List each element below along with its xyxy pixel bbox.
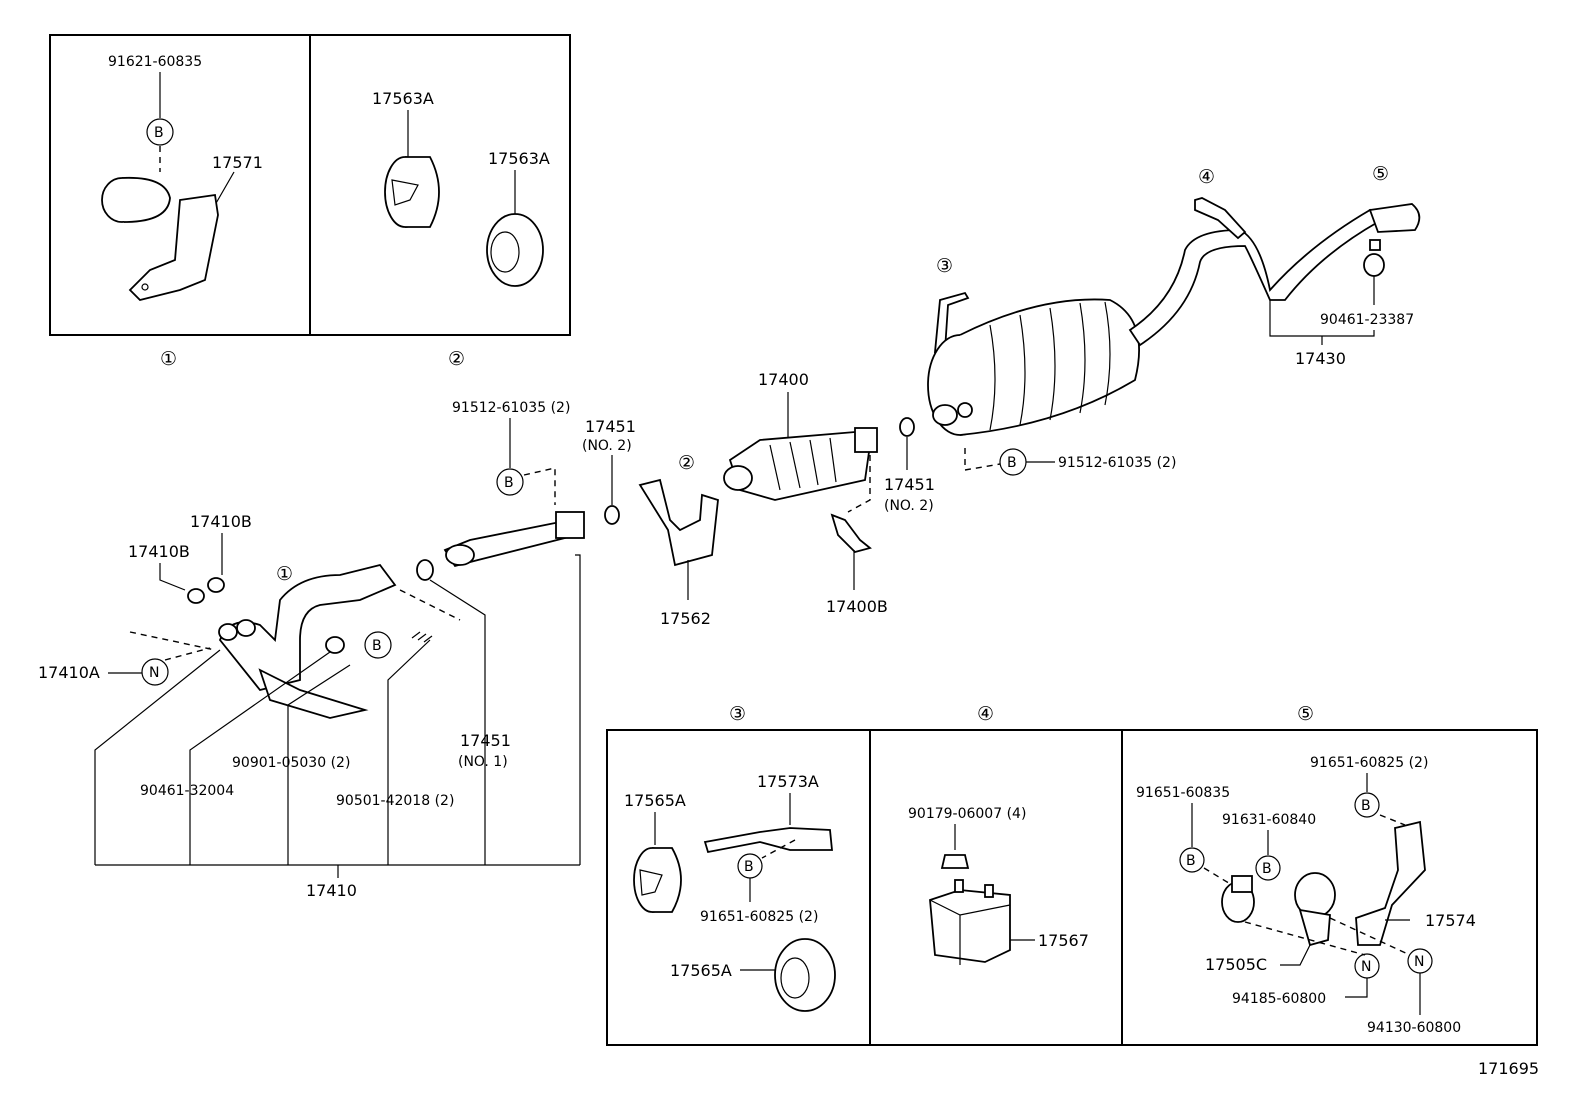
part-label-17571: 17571 xyxy=(212,153,263,172)
heat-insulator-17400B xyxy=(830,513,872,554)
center-marker-2: ② xyxy=(678,452,695,474)
marker-b-front-pipe xyxy=(364,631,392,659)
inset-4-marker: ④ xyxy=(977,703,994,725)
part-label-17400B: 17400B xyxy=(826,597,888,616)
part-label-17451-no2-a: 17451 xyxy=(585,417,636,436)
inset-5: 91651-60825 (2) B 91651-60835 B 91631-60… xyxy=(1136,755,1476,1036)
part-label-17573A: 17573A xyxy=(757,772,819,791)
part-label-91651-60825-b: 91651-60825 (2) xyxy=(1310,755,1428,771)
clamp-90461-23387 xyxy=(1363,253,1385,277)
part-label-17430: 17430 xyxy=(1295,349,1346,368)
front-pipe-group: 17410B 17410B ① 17410A N B xyxy=(38,512,581,900)
part-label-17451-no2-a-qualifier: (NO. 2) xyxy=(582,438,632,454)
part-label-90501-42018: 90501-42018 (2) xyxy=(336,793,454,809)
marker-b-inset-5-c xyxy=(1255,855,1281,881)
part-label-17567: 17567 xyxy=(1038,931,1089,950)
inset-2-marker: ② xyxy=(448,348,465,370)
spring-bolt-90501-42018 xyxy=(411,631,433,643)
part-label-91512-61035-b: 91512-61035 (2) xyxy=(1058,455,1176,471)
marker-b-inset-5-a xyxy=(1354,792,1380,818)
bracket-17573A xyxy=(703,827,833,854)
part-label-17410A: 17410A xyxy=(38,663,100,682)
part-label-91651-60835: 91651-60835 xyxy=(1136,785,1230,801)
gasket-17451-no2-b xyxy=(899,417,915,437)
part-label-91631-60840: 91631-60840 xyxy=(1222,812,1316,828)
part-label-90901-05030: 90901-05030 (2) xyxy=(232,755,350,771)
part-label-17563A-2: 17563A xyxy=(488,149,550,168)
center-group: 91512-61035 (2) B 17451 (NO. 2) ② 17562 … xyxy=(443,370,935,628)
marker-b-center xyxy=(496,468,524,496)
part-label-17410B-b: 17410B xyxy=(128,542,190,561)
tail-marker-3: ③ xyxy=(936,255,953,277)
front-pipe-marker: ① xyxy=(276,563,293,585)
tail-marker-4: ④ xyxy=(1198,166,1215,188)
inset-1: 91621-60835 B 17571 ① xyxy=(101,54,263,370)
part-label-17451-no1-qualifier: (NO. 1) xyxy=(458,754,508,770)
inset-2: 17563A 17563A ② xyxy=(372,89,550,370)
part-label-91651-60825-a: 91651-60825 (2) xyxy=(700,909,818,925)
svg-text:B: B xyxy=(1361,798,1371,814)
svg-text:B: B xyxy=(1186,853,1196,869)
clamp-90461-32004 xyxy=(325,636,345,654)
center-pipe-flange xyxy=(555,511,585,539)
marker-b-circle xyxy=(146,118,174,146)
gasket-17451-no1 xyxy=(416,559,434,581)
tail-group: ③ ④ ⑤ 90461-23387 17430 B 91512-61035 (2… xyxy=(927,163,1421,476)
diagram-id: 171695 xyxy=(1478,1059,1539,1078)
svg-text:B: B xyxy=(744,859,754,875)
rubber-mount-17563A-2 xyxy=(486,213,544,287)
tail-marker-5: ⑤ xyxy=(1372,163,1389,185)
catalytic-converter-17400 xyxy=(728,431,871,501)
marker-n-label: N xyxy=(149,665,159,681)
inset-5-marker: ⑤ xyxy=(1297,703,1314,725)
gasket-17410B-b xyxy=(207,577,225,593)
marker-b-label: B xyxy=(154,125,164,141)
inset-3: 17565A 17573A B 91651-60825 (2) 17565A xyxy=(624,772,836,1012)
part-label-17562: 17562 xyxy=(660,609,711,628)
inset-3-marker: ③ xyxy=(729,703,746,725)
part-label-94130-60800: 94130-60800 xyxy=(1367,1020,1461,1036)
part-label-90461-23387: 90461-23387 xyxy=(1320,312,1414,328)
mount-17567 xyxy=(929,889,1011,963)
tail-pipe-tip xyxy=(1368,203,1421,233)
part-label-91512-61035-a: 91512-61035 (2) xyxy=(452,400,570,416)
part-label-17410B-a: 17410B xyxy=(190,512,252,531)
part-label-17505C: 17505C xyxy=(1205,955,1267,974)
nut-90179-06007 xyxy=(940,854,970,869)
part-label-17410: 17410 xyxy=(306,881,357,900)
part-label-17565A-2: 17565A xyxy=(670,961,732,980)
rubber-mount-17565A-2 xyxy=(774,938,836,1012)
part-label-17565A-1: 17565A xyxy=(624,791,686,810)
part-label-91621-60835: 91621-60835 xyxy=(108,54,202,70)
svg-text:B: B xyxy=(1262,861,1272,877)
part-label-17451-no2-b: 17451 xyxy=(884,475,935,494)
part-label-17574: 17574 xyxy=(1425,911,1476,930)
svg-text:N: N xyxy=(1414,954,1424,970)
inset-box-bottom xyxy=(606,729,1538,1046)
inset-1-marker: ① xyxy=(160,348,177,370)
part-label-17563A-1: 17563A xyxy=(372,89,434,108)
part-label-90179-06007: 90179-06007 (4) xyxy=(908,806,1026,822)
svg-text:B: B xyxy=(372,638,382,654)
hanger-17562 xyxy=(638,478,719,567)
part-label-94185-60800: 94185-60800 xyxy=(1232,991,1326,1007)
marker-b-inset-5-b xyxy=(1179,847,1205,873)
bracket-17571 xyxy=(128,193,219,301)
svg-text:B: B xyxy=(1007,455,1017,471)
bracket-17574 xyxy=(1355,820,1426,946)
part-label-17400: 17400 xyxy=(758,370,809,389)
svg-text:B: B xyxy=(504,475,514,491)
inset-4: 90179-06007 (4) 17567 xyxy=(908,806,1089,965)
svg-text:N: N xyxy=(1361,959,1371,975)
gasket-17410B-a xyxy=(187,588,205,604)
marker-n-circle xyxy=(141,658,169,686)
gasket-17451-no2-a xyxy=(604,505,620,525)
part-label-17451-no2-b-qualifier: (NO. 2) xyxy=(884,498,934,514)
part-label-17451-no1: 17451 xyxy=(460,731,511,750)
part-label-90461-32004: 90461-32004 xyxy=(140,783,234,799)
